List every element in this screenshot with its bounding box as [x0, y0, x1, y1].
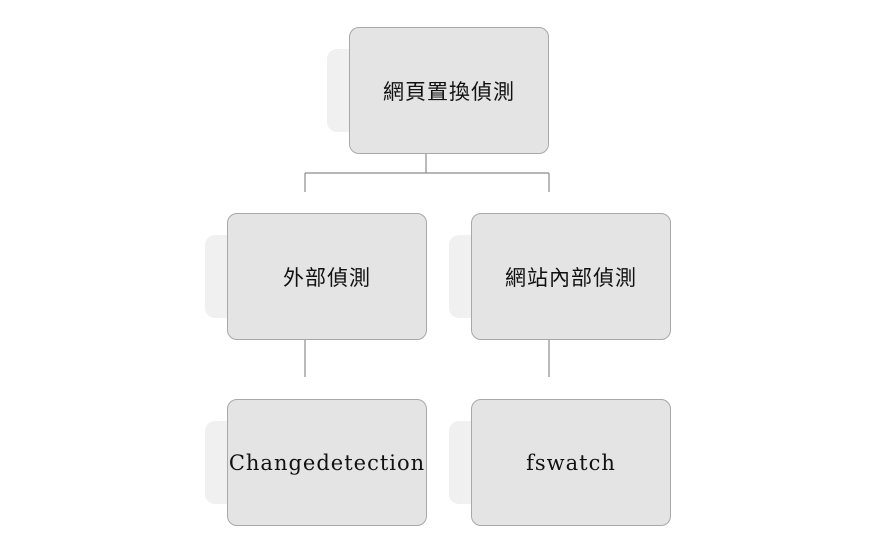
node-box: 網頁置換偵測 [349, 27, 549, 154]
node-label: 外部偵測 [283, 265, 371, 290]
node-box: Changedetection [227, 399, 427, 526]
node-fswatch: fswatch [449, 399, 671, 526]
node-web-defacement-detection: 網頁置換偵測 [327, 27, 549, 154]
node-label: Changedetection [228, 450, 426, 475]
node-box: 網站內部偵測 [471, 213, 671, 340]
node-label: 網頁置換偵測 [383, 79, 515, 104]
node-internal-detection: 網站內部偵測 [449, 213, 671, 340]
node-box: 外部偵測 [227, 213, 427, 340]
node-changedetection: Changedetection [205, 399, 427, 526]
node-label: fswatch [526, 450, 616, 475]
node-box: fswatch [471, 399, 671, 526]
node-external-detection: 外部偵測 [205, 213, 427, 340]
node-label: 網站內部偵測 [505, 265, 637, 290]
